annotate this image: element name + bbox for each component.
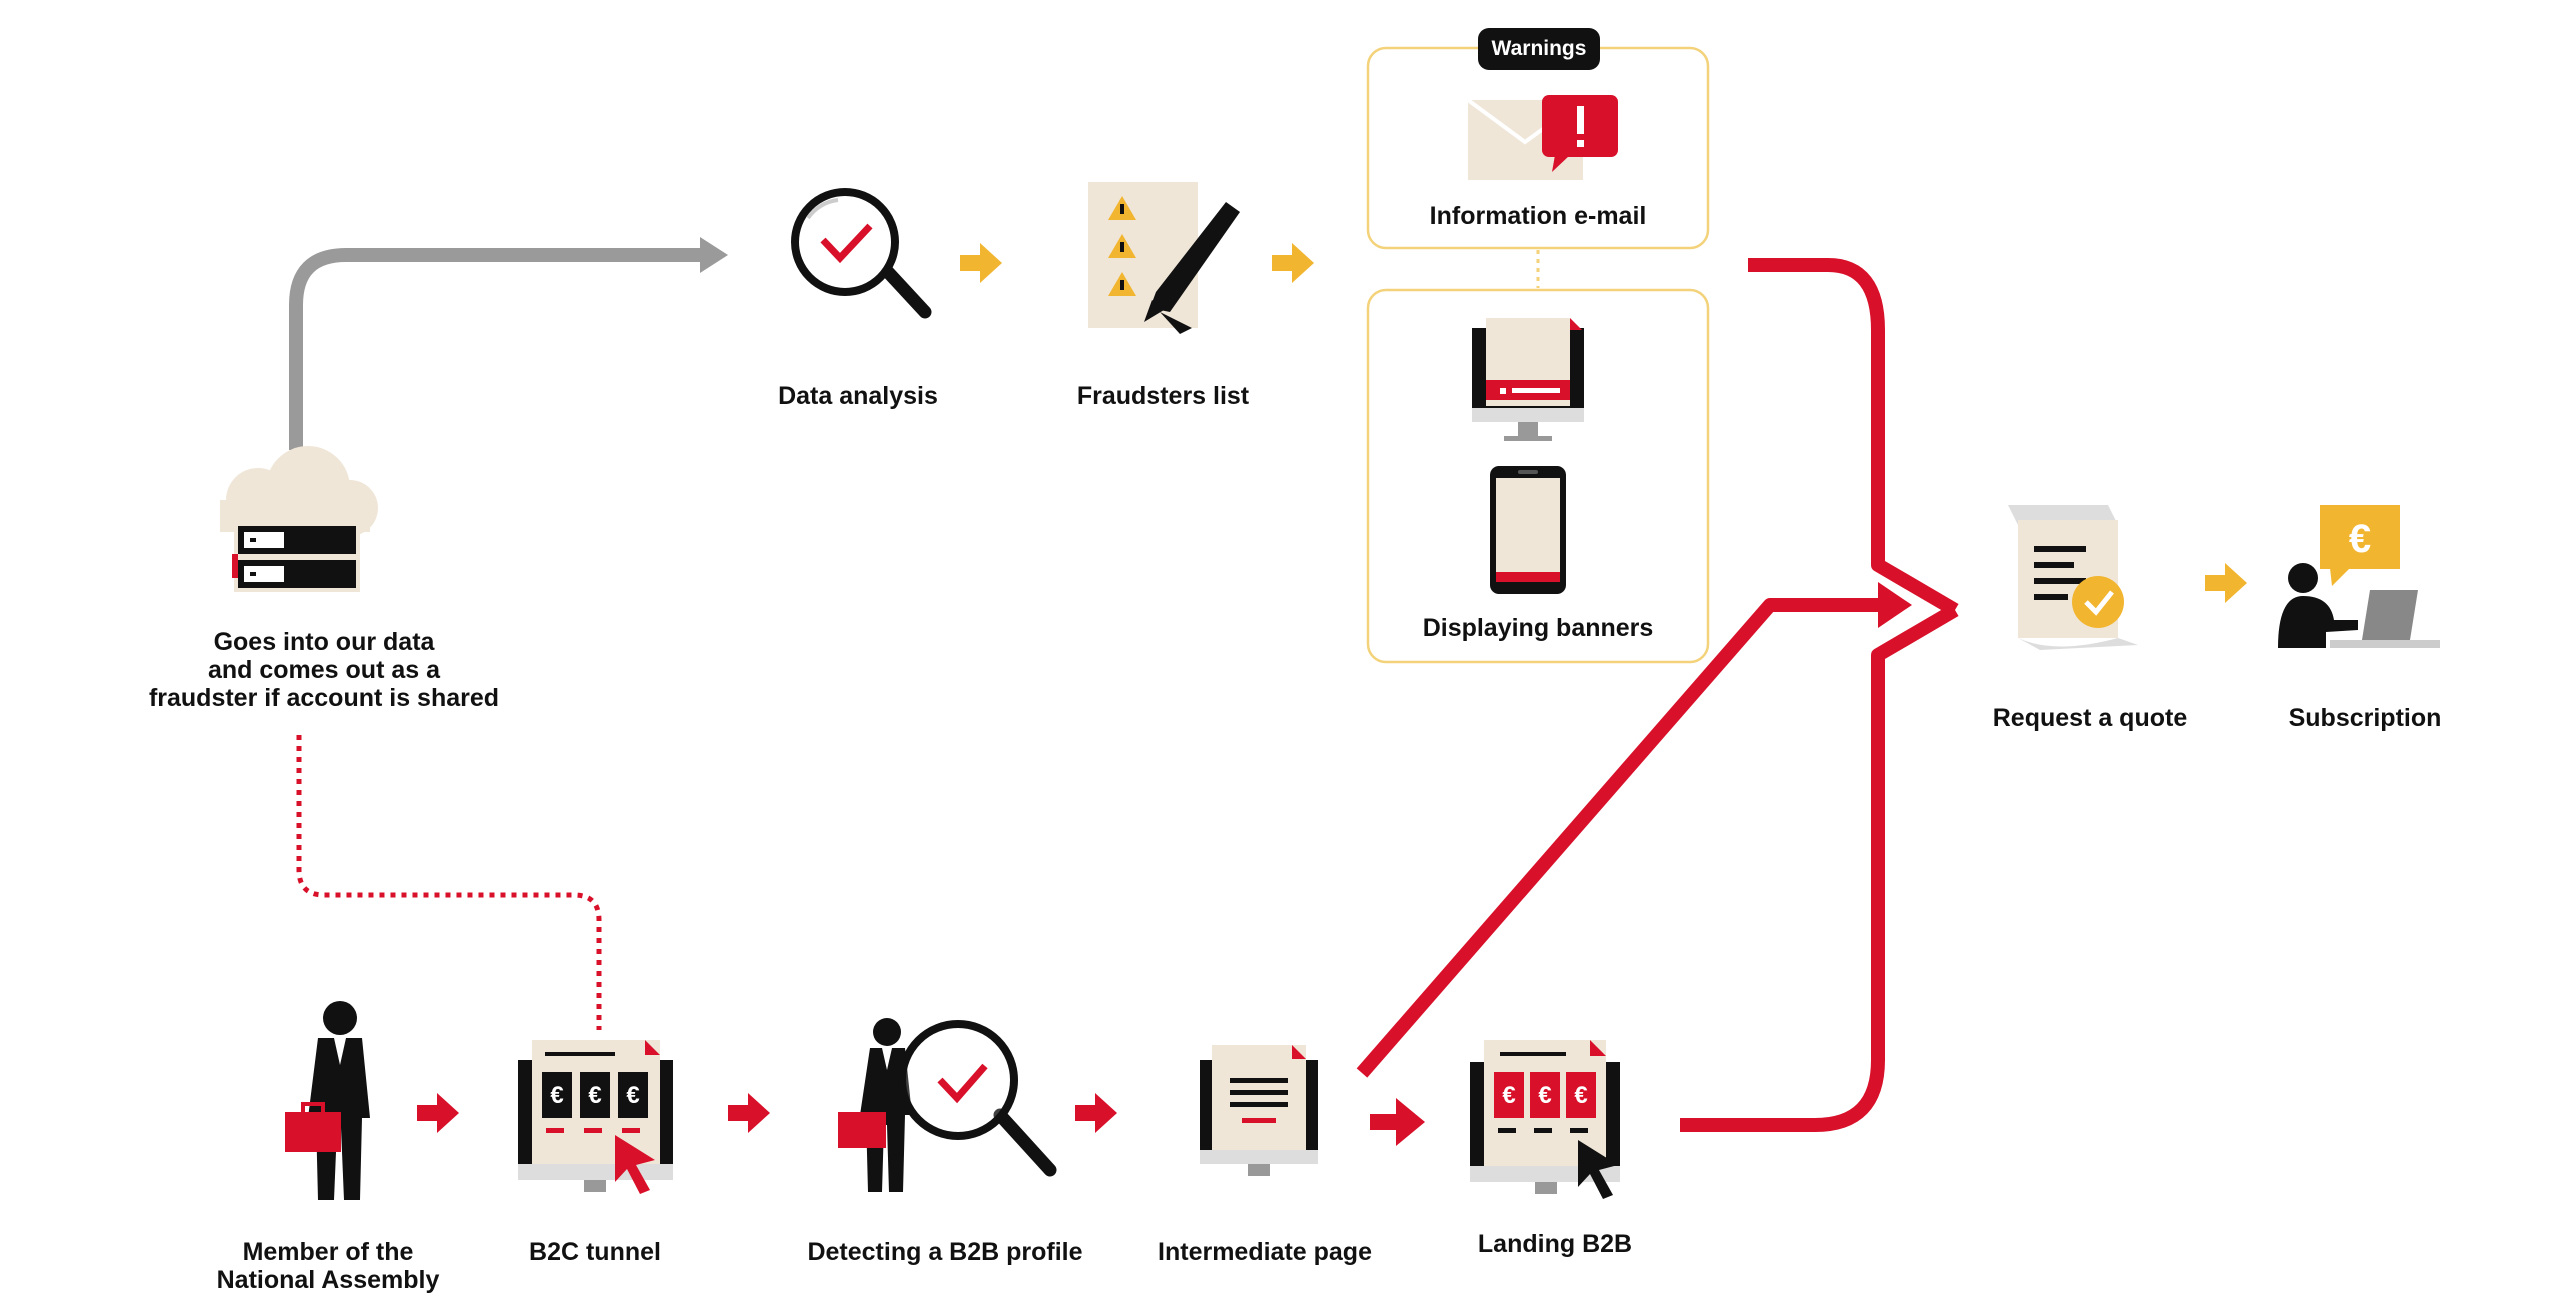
information-email-label: Information e-mail [1429,202,1647,230]
yellow-arrow-2 [1272,243,1314,283]
slot-euro-2: € [588,1082,601,1109]
member-label-line-2: National Assembly [216,1266,440,1294]
displaying-banners-label: Displaying banners [1422,614,1654,642]
dotted-connector [296,735,602,1030]
landing-euro-1: € [1502,1082,1515,1109]
gray-connector-arrow [289,237,728,450]
cloud-server-icon [220,446,378,592]
yellow-arrow-1 [960,243,1002,283]
slot-euro-1: € [550,1082,563,1109]
red-brace-arrowhead [1878,582,1912,628]
slot-monitor-cursor-icon: € € € [1470,1040,1620,1199]
b2c-tunnel-label: B2C tunnel [529,1238,661,1266]
cloud-label-line-2: and comes out as a [207,656,441,684]
phone-banner-icon [1490,466,1566,594]
yellow-arrow-3 [2205,563,2247,603]
landing-euro-3: € [1574,1082,1587,1109]
member-label: Member of the National Assembly [217,1238,440,1294]
landing-b2b-label: Landing B2B [1477,1230,1633,1258]
subscription-euro-sign: € [2349,517,2371,561]
red-brace-connector [1356,258,1959,1132]
monitor-banner-icon [1472,318,1584,441]
slot-euro-3: € [626,1082,639,1109]
contract-check-icon [2008,505,2138,650]
detecting-b2b-label: Detecting a B2B profile [807,1238,1083,1266]
cloud-label-line-3: fraudster if account is shared [148,684,500,712]
request-quote-label: Request a quote [1992,704,2188,732]
envelope-alert-icon [1466,95,1618,180]
intermediate-page-label: Intermediate page [1158,1238,1372,1266]
slot-monitor-icon: € € € [518,1040,673,1194]
warnings-badge: Warnings [1478,28,1600,70]
businessman-magnifier-icon [838,1018,1057,1192]
magnifier-check-icon [791,188,932,319]
member-label-line-1: Member of the [242,1238,414,1266]
cloud-label-line-1: Goes into our data [213,628,435,656]
person-laptop-euro-icon: € [2278,505,2440,648]
document-monitor-icon [1200,1045,1318,1176]
data-analysis-label: Data analysis [778,382,938,410]
red-arrow-2 [728,1093,770,1133]
fraudsters-list-label: Fraudsters list [1076,382,1250,410]
businessman-briefcase-icon [285,1001,370,1200]
landing-euro-2: € [1538,1082,1551,1109]
arrow-to-landing [1370,1098,1425,1146]
cloud-node-label: Goes into our data and comes out as a fr… [149,628,499,712]
subscription-label: Subscription [2288,704,2442,732]
red-arrow-1 [417,1093,459,1133]
document-warning-pen-icon [1088,182,1240,334]
red-arrow-3 [1075,1093,1117,1133]
